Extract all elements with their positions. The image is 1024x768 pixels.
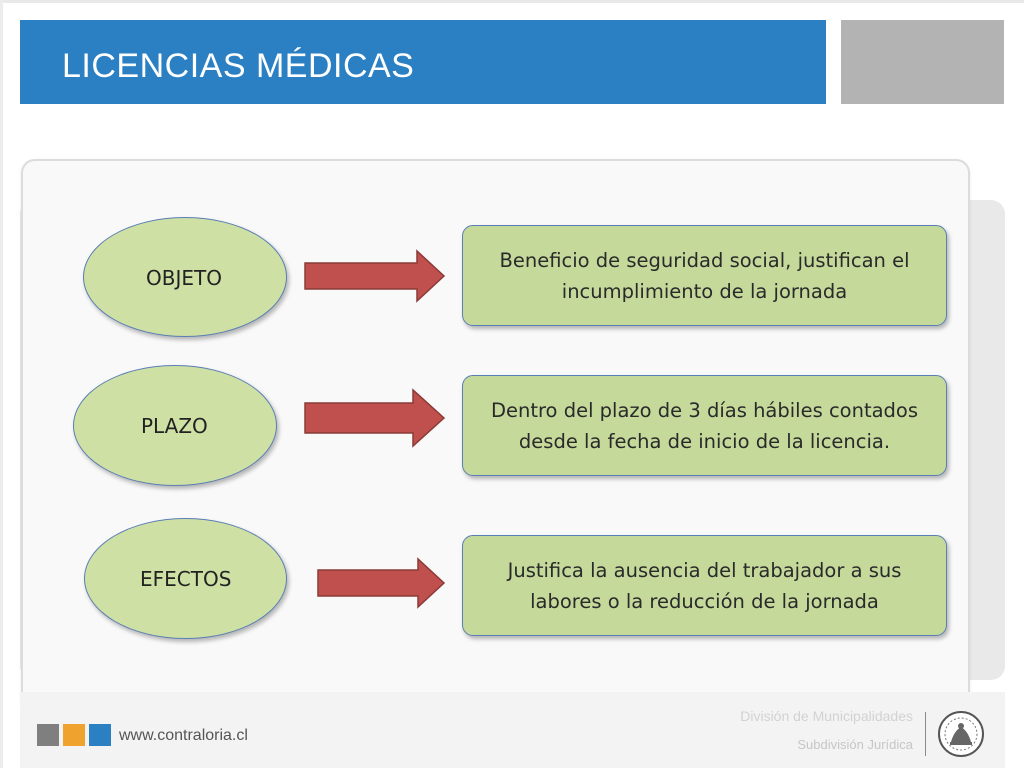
slide-top-edge <box>0 0 1024 3</box>
subdivision-name: Subdivisión Jurídica <box>797 737 913 752</box>
title-bar: LICENCIAS MÉDICAS <box>20 20 826 104</box>
orange-square-icon <box>63 724 85 746</box>
description-box-efectos: Justifica la ausencia del trabajador a s… <box>462 535 947 636</box>
slide-left-edge <box>0 0 3 768</box>
concept-label: PLAZO <box>141 414 208 438</box>
arrow-right-icon <box>304 249 446 303</box>
description-box-objeto: Beneficio de seguridad social, justifica… <box>462 225 947 326</box>
contraloria-seal-icon <box>938 711 984 757</box>
description-text: Justifica la ausencia del trabajador a s… <box>507 558 902 613</box>
description-text: Dentro del plazo de 3 días hábiles conta… <box>490 398 919 453</box>
description-box-plazo: Dentro del plazo de 3 días hábiles conta… <box>462 375 947 476</box>
website-link[interactable]: www.contraloria.cl <box>119 727 248 744</box>
header-accent-block <box>841 20 1004 104</box>
footer-divider <box>925 712 926 756</box>
blue-square-icon <box>89 724 111 746</box>
concept-label: EFECTOS <box>140 567 232 591</box>
concept-ellipse-objeto: OBJETO <box>83 217 287 337</box>
concept-ellipse-efectos: EFECTOS <box>84 518 287 639</box>
description-text: Beneficio de seguridad social, justifica… <box>499 248 910 303</box>
concept-label: OBJETO <box>146 266 222 290</box>
page-title: LICENCIAS MÉDICAS <box>62 47 415 85</box>
footer <box>20 692 1005 768</box>
concept-ellipse-plazo: PLAZO <box>73 365 277 486</box>
division-name: División de Municipalidades <box>740 708 913 724</box>
arrow-right-icon <box>317 557 446 609</box>
arrow-right-icon <box>304 388 446 448</box>
grey-square-icon <box>37 724 59 746</box>
